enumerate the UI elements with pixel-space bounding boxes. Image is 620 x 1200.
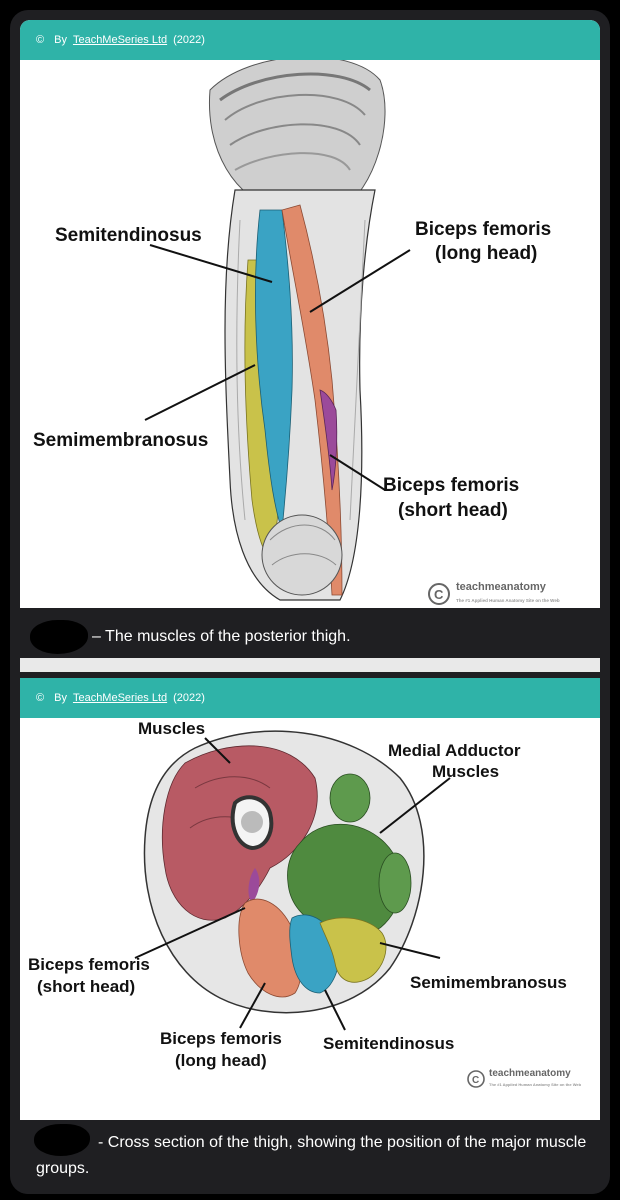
watermark-name: teachmeanatomy (489, 1068, 571, 1079)
biceps-femoris-long-head-muscle (238, 898, 302, 998)
svg-text:C: C (472, 1075, 479, 1086)
label-semimembranosus: Semimembranosus (410, 973, 567, 992)
credit-bar: © By TeachMeSeries Ltd (2022) (20, 678, 600, 718)
biceps-femoris-short-head-muscle (248, 868, 260, 903)
biceps-femoris-long-head-muscle (281, 204, 343, 596)
label-biceps-long-line1: Biceps femoris (415, 219, 551, 240)
semimembranosus-muscle (319, 917, 387, 983)
watermark-sub: The #1 Applied Human Anatomy Site on the… (456, 598, 560, 603)
copyright-icon: © (36, 34, 45, 46)
knee-region (261, 514, 343, 596)
biceps-femoris-short-head-muscle (319, 389, 338, 491)
watermark-copyright-icon (467, 1070, 485, 1088)
label-biceps-short-line1: Biceps femoris (28, 955, 150, 974)
redacted-avatar (34, 1124, 90, 1156)
posterior-thigh-illustration: Semitendinosus Biceps femoris (long head… (33, 60, 560, 605)
redacted-avatar (30, 620, 88, 654)
caption-text: - Cross section of the thigh, showing th… (36, 1134, 587, 1177)
label-medial-line1: Medial Adductor (388, 741, 521, 760)
credit-bar: © By TeachMeSeries Ltd (2022) (20, 20, 600, 60)
credit-year: (2022) (173, 692, 205, 704)
label-biceps-long-line1: Biceps femoris (160, 1029, 282, 1048)
credit-prefix: By (54, 34, 67, 46)
credit-prefix: By (54, 692, 67, 704)
content-panel: © By TeachMeSeries Ltd (2022) (10, 10, 610, 1194)
svg-text:C: C (434, 587, 444, 602)
figure-card-posterior-thigh: © By TeachMeSeries Ltd (2022) (20, 20, 600, 668)
label-biceps-short-line2: (short head) (37, 977, 135, 996)
caption-text: – The muscles of the posterior thigh. (92, 628, 351, 645)
pelvis-region (208, 60, 386, 211)
watermark-copyright-icon (428, 583, 450, 605)
label-semitendinosus: Semitendinosus (323, 1034, 454, 1053)
label-biceps-short-line2: (short head) (398, 500, 508, 521)
label-anterior-muscles: Muscles (138, 719, 205, 738)
credit-link[interactable]: TeachMeSeries Ltd (72, 692, 168, 704)
caption-bar: - Cross section of the thigh, showing th… (20, 1120, 600, 1194)
watermark-sub: The #1 Applied Human Anatomy Site on the… (489, 1082, 582, 1087)
card-separator (20, 658, 600, 672)
credit-link[interactable]: TeachMeSeries Ltd (72, 34, 168, 46)
figure-card-thigh-cross-section: © By TeachMeSeries Ltd (2022) (20, 678, 600, 1128)
thigh-cross-section-illustration: Muscles Medial Adductor Muscles Biceps f… (28, 719, 582, 1088)
label-biceps-long-line2: (long head) (435, 243, 537, 264)
label-semitendinosus: Semitendinosus (55, 225, 202, 246)
label-biceps-long-line2: (long head) (175, 1051, 267, 1070)
copyright-icon: © (36, 692, 45, 704)
label-biceps-short-line1: Biceps femoris (383, 475, 519, 496)
label-medial-line2: Muscles (432, 762, 499, 781)
watermark-name: teachmeanatomy (456, 581, 547, 593)
credit-year: (2022) (173, 34, 205, 46)
label-semimembranosus: Semimembranosus (33, 430, 208, 451)
